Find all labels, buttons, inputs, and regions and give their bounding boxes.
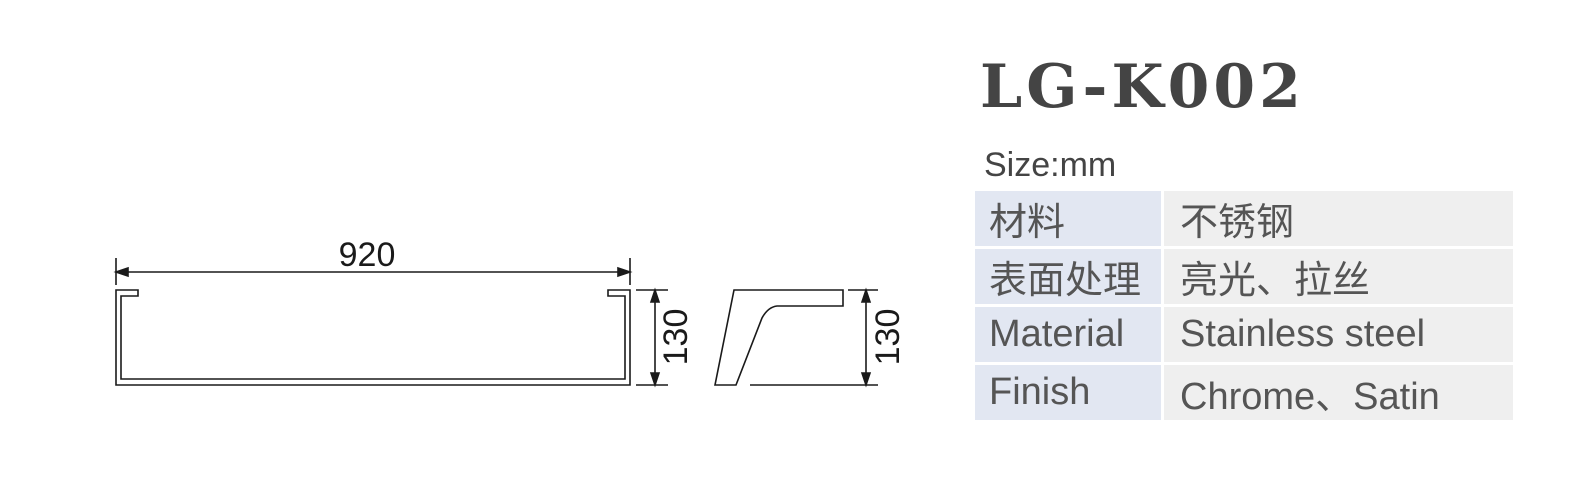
side-height-dimension [750,287,878,388]
spec-row: 材料 不锈钢 [975,191,1513,246]
front-height-dimension [636,287,668,388]
technical-drawing: 920 130 130 [113,236,907,388]
spec-value: 不锈钢 [1164,191,1513,246]
front-view-profile [115,289,631,386]
spec-table: 材料 不锈钢 表面处理 亮光、拉丝 Material Stainless ste… [972,188,1516,423]
spec-value: Stainless steel [1164,307,1513,362]
spec-key: Material [975,307,1161,362]
spec-key: 材料 [975,191,1161,246]
spec-row: Finish Chrome、Satin [975,365,1513,420]
width-dimension [113,258,633,285]
spec-value: Chrome、Satin [1164,365,1513,420]
spec-value: 亮光、拉丝 [1164,249,1513,304]
spec-key: 表面处理 [975,249,1161,304]
side-view-profile [714,289,844,386]
spec-row: Material Stainless steel [975,307,1513,362]
size-unit-label: Size:mm [984,146,1117,184]
spec-row: 表面处理 亮光、拉丝 [975,249,1513,304]
front-height-label: 130 [657,309,695,366]
spec-key: Finish [975,365,1161,420]
side-height-label: 130 [869,309,907,366]
model-title: LG-K002 [980,52,1305,122]
width-label: 920 [339,236,396,274]
